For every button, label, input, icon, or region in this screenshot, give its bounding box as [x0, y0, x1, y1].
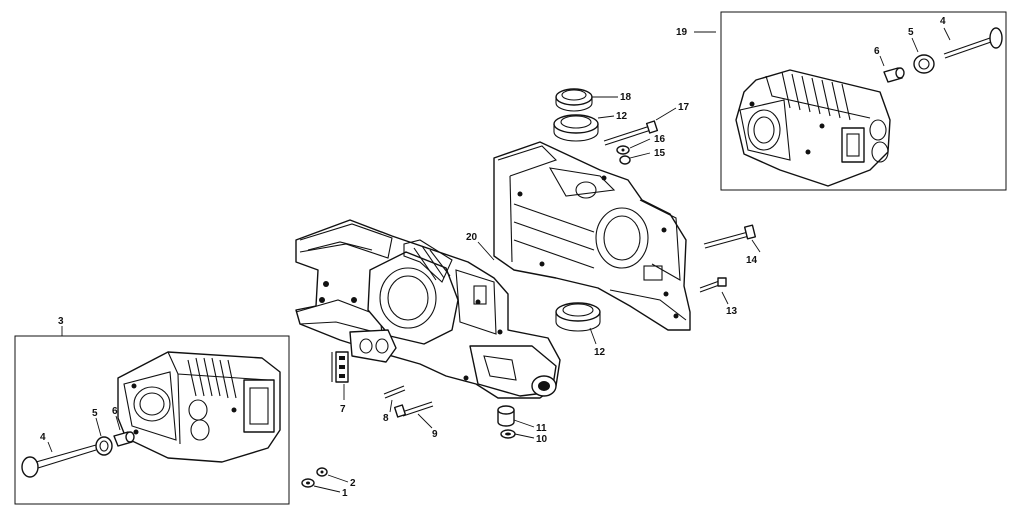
callout-12-bottom: 12 [594, 347, 606, 358]
callout-20: 20 [466, 232, 478, 243]
oil-seal-part-18 [555, 88, 593, 112]
left-cylinder-head [117, 351, 281, 463]
callout-12-top: 12 [616, 111, 628, 122]
callout-3: 3 [58, 316, 64, 327]
callout-5-right: 5 [908, 27, 914, 38]
bolt-part-17 [603, 120, 659, 146]
callout-17: 17 [678, 102, 690, 113]
callout-2: 2 [350, 478, 356, 489]
left-valve-guide [113, 431, 135, 447]
callout-13: 13 [726, 306, 738, 317]
bolt-part-14 [703, 224, 757, 249]
callout-4-right: 4 [940, 16, 946, 27]
washer-part-2 [316, 467, 328, 477]
left-cylinder-kit-box [14, 335, 290, 505]
callout-1: 1 [342, 488, 348, 499]
nut-part-1 [301, 478, 315, 488]
bearing-part-12-bottom [555, 302, 601, 332]
callout-4-left: 4 [40, 432, 46, 443]
callout-19: 19 [676, 27, 688, 38]
callout-14: 14 [746, 255, 758, 266]
left-valve [21, 444, 97, 478]
right-valve-spring-washer [913, 54, 935, 74]
right-cylinder-kit-box [720, 11, 1007, 191]
callout-18: 18 [620, 92, 632, 103]
callout-9: 9 [432, 429, 438, 440]
nut-part-15 [619, 155, 631, 165]
callout-7: 7 [340, 404, 346, 415]
bracket-part-7 [331, 351, 349, 383]
callout-6-left: 6 [112, 406, 118, 417]
right-valve [943, 27, 1003, 59]
callout-5-left: 5 [92, 408, 98, 419]
nut-part-10 [500, 429, 516, 439]
stud-part-8 [383, 385, 406, 399]
bushing-part-11 [497, 405, 515, 427]
washer-part-16 [616, 145, 630, 155]
callout-8: 8 [383, 413, 389, 424]
crankcase-half-right [493, 141, 691, 331]
right-valve-guide [883, 67, 905, 83]
bolt-part-9 [393, 401, 434, 418]
callout-15: 15 [654, 148, 666, 159]
bearing-part-12-top [553, 114, 599, 142]
callout-6-right: 6 [874, 46, 880, 57]
callout-11: 11 [536, 423, 547, 434]
crankcase-half-left [295, 219, 561, 399]
callout-10: 10 [536, 434, 548, 445]
left-valve-spring-washer [95, 436, 113, 456]
stud-part-13 [699, 277, 727, 293]
callout-16: 16 [654, 134, 666, 145]
right-cylinder-head [735, 69, 891, 187]
